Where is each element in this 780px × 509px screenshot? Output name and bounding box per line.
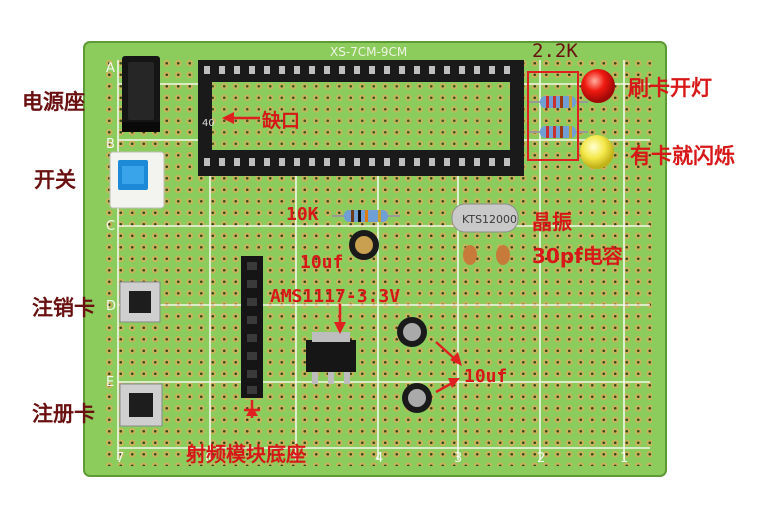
col-number-4: 4 — [375, 451, 383, 466]
ams1117-regulator — [306, 332, 356, 384]
label-crystal: 晶振 — [532, 210, 572, 234]
capacitor-30pf-left — [463, 245, 477, 265]
label-cap-10uf-right: 10uf — [464, 366, 508, 387]
label-capacitors-30pf: 30pf电容 — [532, 244, 623, 268]
col-number-5: 5 — [292, 451, 300, 466]
label-yellow-led: 有卡就闪烁 — [630, 144, 735, 168]
col-number-1: 1 — [620, 451, 628, 466]
col-number-3: 3 — [454, 451, 462, 466]
yellow-led — [580, 135, 614, 169]
capacitor-30pf-right — [496, 245, 510, 265]
row-letter-e: E — [106, 375, 114, 390]
label-red-led: 刷卡开灯 — [628, 76, 712, 100]
label-resistor-10k: 10K — [286, 204, 319, 225]
dip40-socket: 40 — [198, 60, 524, 176]
silkscreen-model: XS-7CM-9CM — [330, 45, 407, 59]
socket-pin-marker: 40 — [202, 118, 215, 129]
label-resistor-2k2: 2.2K — [532, 40, 578, 62]
capacitor-10uf-bottom — [402, 383, 432, 413]
capacitor-10uf-top — [349, 230, 379, 260]
capacitor-10uf-mid — [397, 317, 427, 347]
col-number-2: 2 — [537, 451, 545, 466]
notch-arrow — [222, 112, 260, 124]
crystal-marking: KTS12000 — [462, 213, 517, 226]
power-switch — [109, 151, 165, 209]
row-letter-c: C — [106, 219, 115, 234]
rf-socket-arrow — [244, 400, 260, 418]
col-number-7: 7 — [116, 451, 124, 466]
resistor-2k2-pair — [528, 96, 588, 138]
row-letter-b: B — [106, 137, 115, 152]
crystal: KTS12000 — [451, 203, 519, 233]
label-switch: 开关 — [34, 168, 76, 192]
register-card-button — [119, 383, 163, 427]
row-letter-d: D — [106, 299, 116, 314]
label-register-card: 注册卡 — [32, 402, 95, 426]
col-number-6: 6 — [205, 451, 213, 466]
label-cap-10uf-left: 10uf — [300, 252, 344, 273]
label-power-jack: 电源座 — [22, 90, 85, 114]
cancel-card-button — [119, 281, 161, 323]
resistor-10k — [332, 210, 400, 222]
cap-10uf-arrows — [435, 341, 462, 394]
resistor-highlight-box — [527, 71, 579, 161]
regulator-arrow — [334, 304, 346, 334]
red-led — [581, 69, 615, 103]
label-rf-socket: 射频模块底座 — [186, 442, 306, 466]
label-regulator: AMS1117-3.3V — [270, 286, 401, 307]
label-cancel-card: 注销卡 — [32, 296, 95, 320]
power-jack — [122, 56, 160, 132]
row-letter-a: A — [106, 61, 115, 76]
label-notch: 缺口 — [262, 110, 301, 132]
rf-module-header — [241, 256, 263, 398]
